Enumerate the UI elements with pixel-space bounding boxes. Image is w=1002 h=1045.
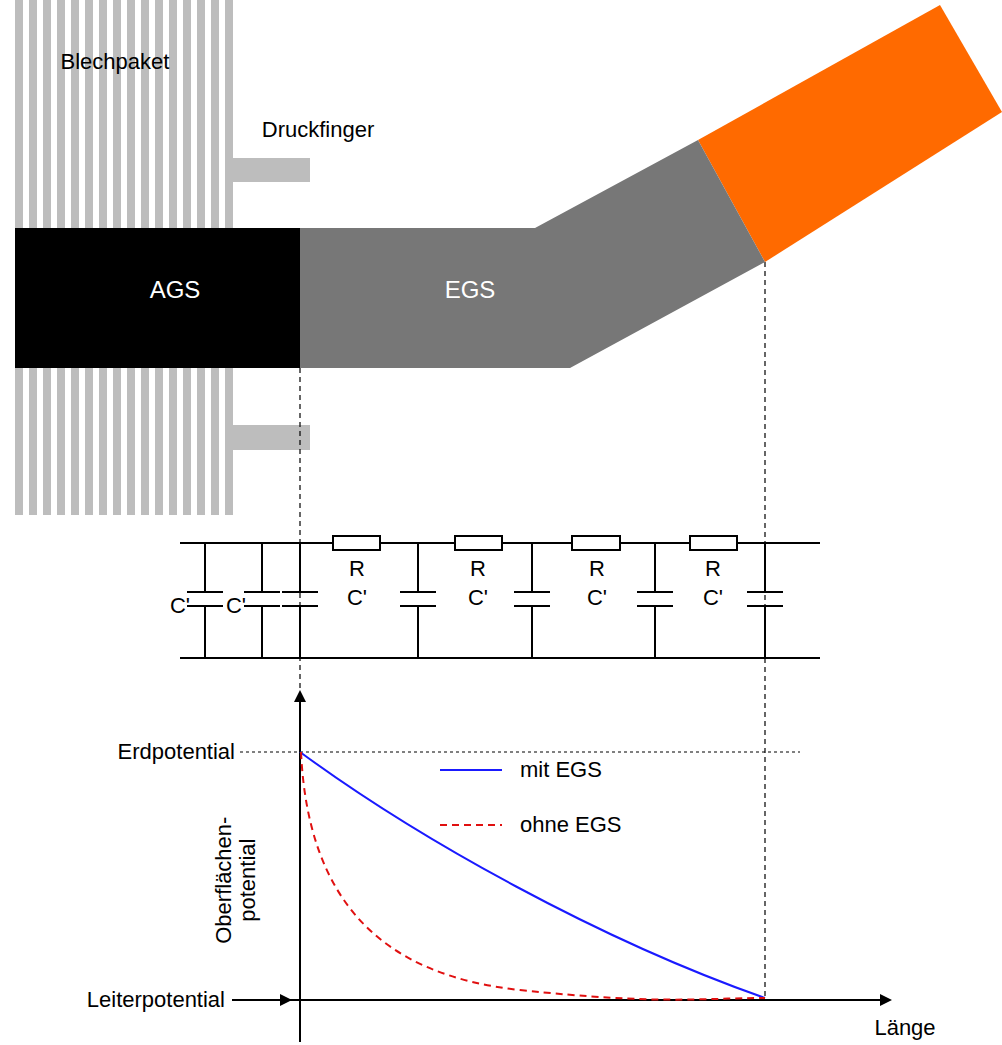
rc-ladder <box>180 536 820 658</box>
capacitor-symbols <box>187 543 783 658</box>
curve-with-egs <box>300 752 765 998</box>
level-pointer <box>232 999 290 1001</box>
component-label: C' <box>703 586 723 610</box>
pressure-finger <box>232 425 310 450</box>
legend-line-sample <box>440 820 502 830</box>
node-label: AGS <box>150 276 201 304</box>
legend-text: mit EGS <box>520 758 602 782</box>
component-label: R <box>705 557 721 581</box>
axis-title: Länge <box>874 1016 935 1040</box>
capacitor-symbol <box>747 543 783 658</box>
node-label: EGS <box>445 276 496 304</box>
axis-title: Oberflächen- potential <box>212 813 260 948</box>
axis-level-label: Leiterpotential <box>87 988 225 1012</box>
y-axis <box>299 692 301 1042</box>
axis-level-label: Erdpotential <box>118 740 235 764</box>
end-corona-protection: EGS <box>300 140 765 368</box>
component-label: C' <box>226 594 246 618</box>
component-label: C' <box>347 586 367 610</box>
capacitor-symbol <box>637 543 673 658</box>
curve-without-egs <box>301 752 765 1000</box>
component-label: C' <box>468 586 488 610</box>
x-axis <box>262 999 890 1001</box>
part-name: Blechpaket <box>61 50 170 74</box>
component-label: R <box>470 557 486 581</box>
component-label: R <box>349 557 365 581</box>
node-outline <box>300 140 765 368</box>
legend-text: ohne EGS <box>520 813 622 837</box>
capacitor-symbol <box>282 543 318 658</box>
capacitor-symbol <box>514 543 550 658</box>
legend-line-sample <box>440 765 502 775</box>
component-label: C' <box>587 586 607 610</box>
ground-level-line <box>240 752 800 753</box>
capacitor-symbol <box>400 543 436 658</box>
component-label: C' <box>170 594 190 618</box>
capacitor-symbol <box>187 543 223 658</box>
capacitor-symbol <box>244 543 280 658</box>
pressure-finger <box>232 158 310 182</box>
outer-corona-protection: AGS <box>15 228 300 368</box>
component-label: R <box>589 557 605 581</box>
part-name: Druckfinger <box>262 118 374 142</box>
